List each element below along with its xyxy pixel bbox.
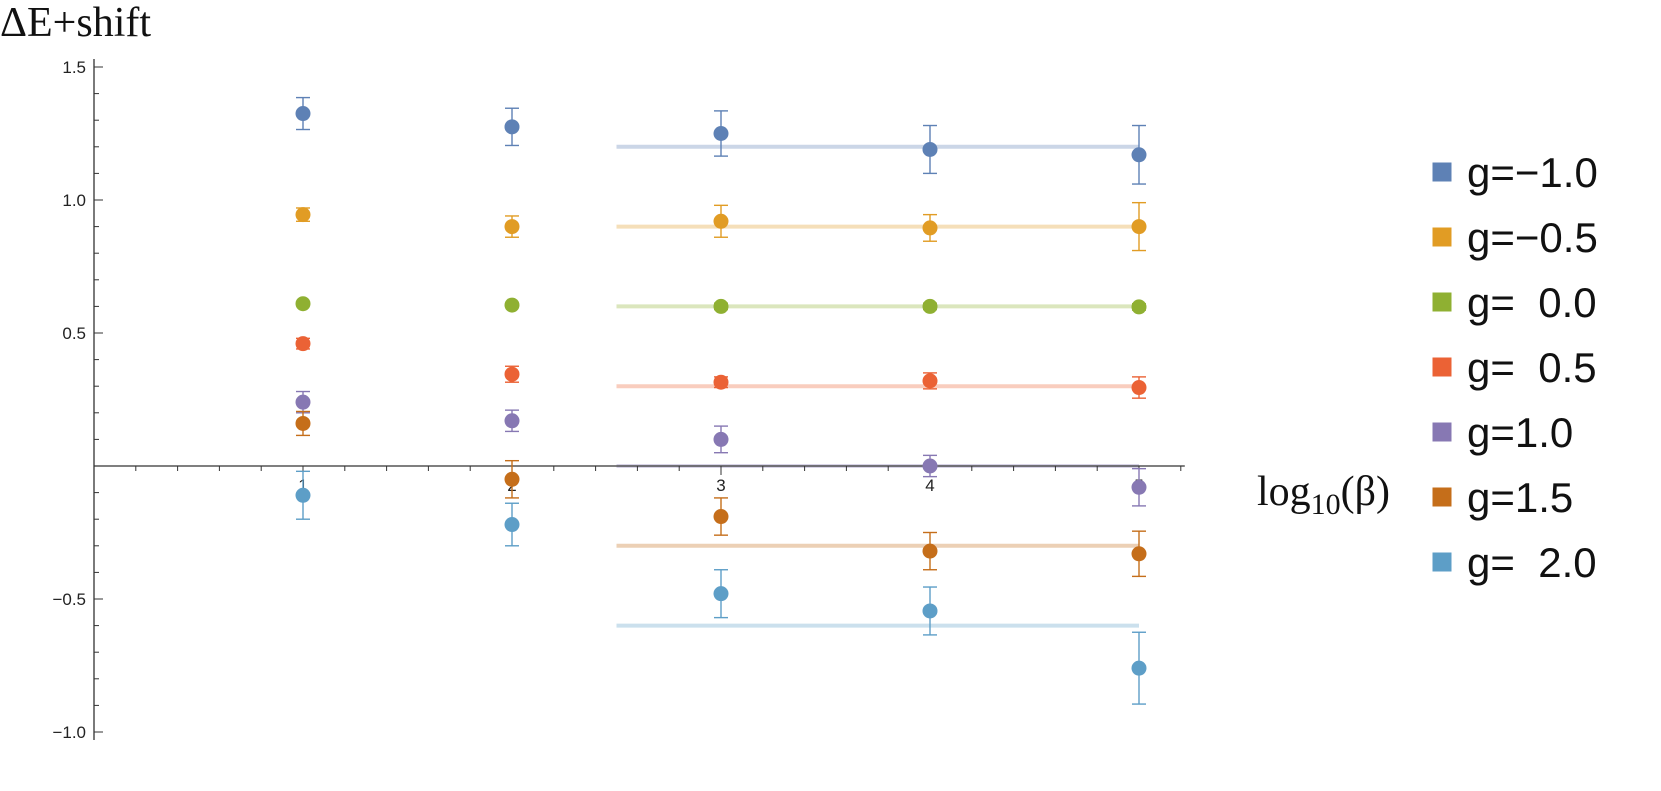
legend-swatch bbox=[1431, 226, 1453, 248]
legend-label: g=1.5 bbox=[1467, 474, 1573, 521]
data-point bbox=[295, 487, 311, 503]
legend-label: g=−1.0 bbox=[1467, 149, 1598, 196]
data-point bbox=[295, 207, 311, 223]
data-point bbox=[922, 458, 938, 474]
data-point bbox=[713, 298, 729, 314]
y-tick-label: 0.5 bbox=[62, 324, 86, 343]
data-point bbox=[1131, 479, 1147, 495]
data-point bbox=[713, 509, 729, 525]
data-point bbox=[922, 220, 938, 236]
legend-swatch bbox=[1431, 486, 1453, 508]
legend-label: g=1.0 bbox=[1467, 409, 1573, 456]
series-points bbox=[295, 470, 1147, 705]
data-point bbox=[1131, 380, 1147, 396]
legend-label: g= 0.0 bbox=[1467, 279, 1597, 326]
data-point bbox=[713, 586, 729, 602]
legend-item: g=−1.0 bbox=[1431, 149, 1598, 196]
y-axis-title: ΔE+shift bbox=[0, 0, 151, 46]
x-axis-ticks: 12345 bbox=[135, 466, 1182, 495]
x-axis-title-base: log bbox=[1257, 469, 1311, 515]
y-tick-label: −1.0 bbox=[52, 723, 86, 742]
data-point bbox=[295, 296, 311, 312]
data-point bbox=[504, 119, 520, 135]
data-point bbox=[504, 219, 520, 235]
y-tick-label: −0.5 bbox=[52, 590, 86, 609]
data-point bbox=[295, 415, 311, 431]
data-point bbox=[1131, 660, 1147, 676]
legend-label: g= 2.0 bbox=[1467, 539, 1597, 586]
y-tick-label: 1.5 bbox=[62, 58, 86, 77]
data-point bbox=[922, 543, 938, 559]
data-point bbox=[1131, 147, 1147, 163]
series-points bbox=[295, 390, 1147, 507]
data-points bbox=[295, 96, 1147, 705]
legend-item: g=−0.5 bbox=[1431, 214, 1598, 261]
legend-swatch bbox=[1431, 356, 1453, 378]
data-point bbox=[713, 213, 729, 229]
x-axis-title-argument: (β) bbox=[1341, 469, 1390, 515]
data-point bbox=[504, 366, 520, 382]
x-axis-title: log10(β) bbox=[1257, 469, 1390, 521]
data-point bbox=[713, 126, 729, 141]
data-point bbox=[504, 471, 520, 487]
legend-item: g=1.0 bbox=[1431, 409, 1573, 456]
reference-lines bbox=[616, 144, 1139, 628]
series-points bbox=[295, 201, 1147, 252]
data-point bbox=[1131, 219, 1147, 235]
x-axis-title-subscript: 10 bbox=[1311, 488, 1341, 521]
legend: g=−1.0 g=−0.5 g= 0.0 g= 0.5 g=1.0 g=1.5 g= 2.0 bbox=[1431, 149, 1598, 586]
legend-swatch bbox=[1431, 421, 1453, 443]
x-tick-label: 4 bbox=[925, 476, 934, 495]
x-tick-label: 3 bbox=[716, 476, 725, 495]
legend-swatch bbox=[1431, 551, 1453, 573]
y-tick-label: 1.0 bbox=[62, 191, 86, 210]
data-point bbox=[922, 373, 938, 389]
series-points bbox=[295, 410, 1147, 578]
y-axis-ticks: −1.0 −0.5 0.5 1.0 1.5 bbox=[52, 58, 103, 742]
legend-item: g= 0.0 bbox=[1431, 279, 1597, 326]
legend-label: g= 0.5 bbox=[1467, 344, 1597, 391]
data-point bbox=[295, 336, 311, 352]
data-point bbox=[922, 298, 938, 314]
series-points bbox=[295, 296, 1147, 315]
legend-label: g=−0.5 bbox=[1467, 214, 1598, 261]
data-point bbox=[1131, 546, 1147, 562]
legend-swatch bbox=[1431, 161, 1453, 183]
legend-swatch bbox=[1431, 291, 1453, 313]
series-points bbox=[295, 336, 1147, 399]
data-point bbox=[504, 413, 520, 429]
axes: −1.0−0.50.51.01.5 12345 bbox=[52, 58, 1185, 742]
data-point bbox=[922, 603, 938, 619]
legend-item: g=1.5 bbox=[1431, 474, 1573, 521]
legend-item: g= 2.0 bbox=[1431, 539, 1597, 586]
data-point bbox=[504, 517, 520, 533]
data-point bbox=[295, 394, 311, 410]
data-point bbox=[922, 141, 938, 157]
data-point bbox=[1131, 299, 1147, 315]
data-point bbox=[295, 106, 311, 122]
legend-item: g= 0.5 bbox=[1431, 344, 1597, 391]
data-point bbox=[504, 297, 520, 313]
data-point bbox=[713, 374, 729, 390]
series-points bbox=[295, 96, 1147, 185]
data-point bbox=[713, 431, 729, 447]
